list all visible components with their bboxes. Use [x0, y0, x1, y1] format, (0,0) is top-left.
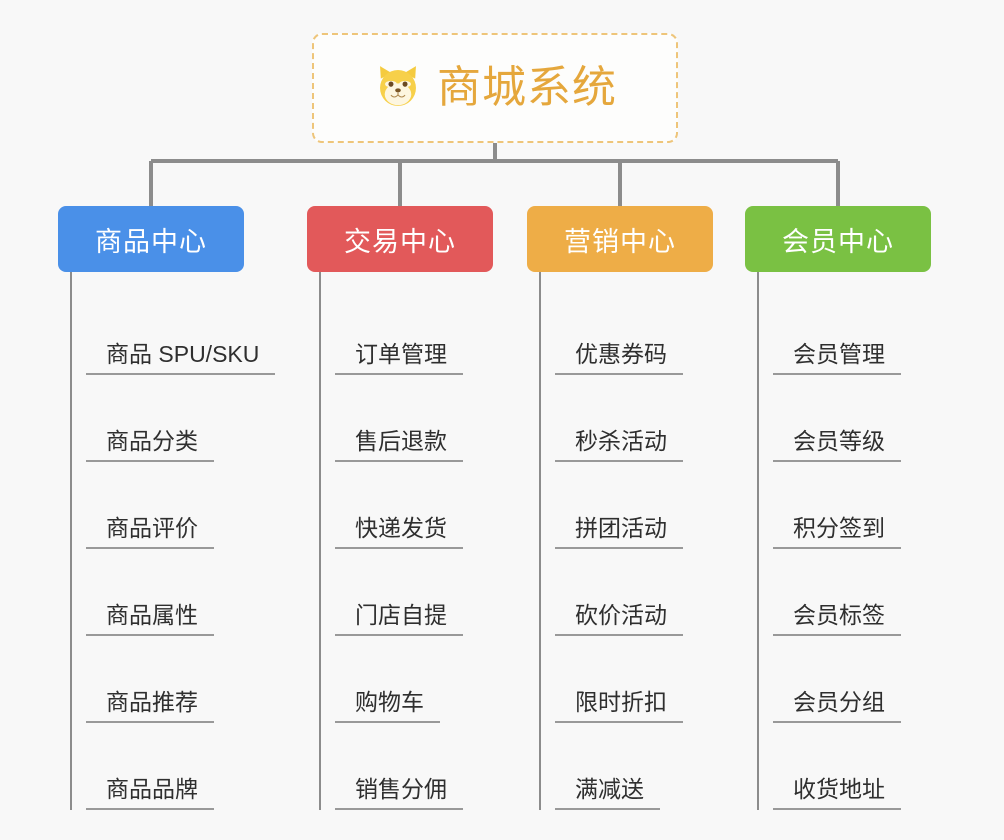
leaf-label: 订单管理 [335, 341, 463, 375]
leaf-label: 门店自提 [335, 602, 463, 636]
leaf-item[interactable]: 会员管理 [773, 288, 931, 375]
leaf-label: 快递发货 [335, 515, 463, 549]
branch-column-1: 商品中心 商品 SPU/SKU 商品分类 商品评价 商品属性 商品推荐 商品品牌 [58, 206, 276, 810]
leaf-item[interactable]: 会员等级 [773, 375, 931, 462]
leaf-item[interactable]: 满减送 [555, 723, 713, 810]
leaf-label: 积分签到 [773, 515, 901, 549]
root-title: 商城系统 [437, 63, 617, 112]
leaf-label: 商品推荐 [86, 689, 214, 723]
leaf-label: 拼团活动 [555, 515, 683, 549]
branch-children-1: 商品 SPU/SKU 商品分类 商品评价 商品属性 商品推荐 商品品牌 [70, 272, 276, 810]
branch-header-2[interactable]: 交易中心 [307, 206, 493, 272]
leaf-item[interactable]: 商品分类 [86, 375, 244, 462]
leaf-label: 限时折扣 [555, 689, 683, 723]
branch-column-3: 营销中心 优惠券码 秒杀活动 拼团活动 砍价活动 限时折扣 满减送 [527, 206, 713, 810]
leaf-label: 会员等级 [773, 428, 901, 462]
leaf-label: 优惠券码 [555, 341, 683, 375]
leaf-item[interactable]: 积分签到 [773, 462, 931, 549]
leaf-label: 商品属性 [86, 602, 214, 636]
leaf-label: 商品评价 [86, 515, 214, 549]
leaf-item[interactable]: 商品推荐 [86, 636, 244, 723]
leaf-label: 会员标签 [773, 602, 901, 636]
branch-header-label: 会员中心 [782, 226, 894, 257]
leaf-label: 秒杀活动 [555, 428, 683, 462]
leaf-label: 售后退款 [335, 428, 463, 462]
leaf-item[interactable]: 门店自提 [335, 549, 493, 636]
leaf-item[interactable]: 订单管理 [335, 288, 493, 375]
shiba-dog-face-icon [380, 66, 416, 106]
branch-header-3[interactable]: 营销中心 [527, 206, 713, 272]
leaf-item[interactable]: 会员标签 [773, 549, 931, 636]
leaf-label: 收货地址 [773, 776, 901, 810]
branch-header-4[interactable]: 会员中心 [745, 206, 931, 272]
branch-column-4: 会员中心 会员管理 会员等级 积分签到 会员标签 会员分组 收货地址 [745, 206, 931, 810]
leaf-item[interactable]: 商品品牌 [86, 723, 244, 810]
leaf-item[interactable]: 快递发货 [335, 462, 493, 549]
branch-columns: 商品中心 商品 SPU/SKU 商品分类 商品评价 商品属性 商品推荐 商品品牌… [0, 206, 1004, 826]
leaf-label: 砍价活动 [555, 602, 683, 636]
leaf-item[interactable]: 限时折扣 [555, 636, 713, 723]
leaf-item[interactable]: 商品评价 [86, 462, 244, 549]
leaf-item[interactable]: 砍价活动 [555, 549, 713, 636]
leaf-item[interactable]: 售后退款 [335, 375, 493, 462]
branch-column-2: 交易中心 订单管理 售后退款 快递发货 门店自提 购物车 销售分佣 [307, 206, 493, 810]
leaf-label: 购物车 [335, 689, 440, 723]
branch-header-1[interactable]: 商品中心 [58, 206, 244, 272]
leaf-label: 会员分组 [773, 689, 901, 723]
leaf-label: 商品 SPU/SKU [86, 341, 276, 375]
leaf-item[interactable]: 商品属性 [86, 549, 244, 636]
branch-header-label: 交易中心 [344, 226, 456, 257]
leaf-item[interactable]: 收货地址 [773, 723, 931, 810]
leaf-label: 会员管理 [773, 341, 901, 375]
branch-header-label: 商品中心 [95, 226, 207, 257]
root-node[interactable]: 商城系统 [312, 33, 678, 143]
leaf-item[interactable]: 拼团活动 [555, 462, 713, 549]
leaf-label: 商品品牌 [86, 776, 214, 810]
branch-header-label: 营销中心 [564, 226, 676, 257]
leaf-label: 商品分类 [86, 428, 214, 462]
leaf-label: 销售分佣 [335, 776, 463, 810]
leaf-item[interactable]: 优惠券码 [555, 288, 713, 375]
leaf-item[interactable]: 秒杀活动 [555, 375, 713, 462]
leaf-item[interactable]: 购物车 [335, 636, 493, 723]
leaf-item[interactable]: 商品 SPU/SKU [86, 288, 276, 375]
leaf-item[interactable]: 会员分组 [773, 636, 931, 723]
branch-children-3: 优惠券码 秒杀活动 拼团活动 砍价活动 限时折扣 满减送 [539, 272, 713, 810]
leaf-label: 满减送 [555, 776, 660, 810]
branch-children-4: 会员管理 会员等级 积分签到 会员标签 会员分组 收货地址 [757, 272, 931, 810]
leaf-item[interactable]: 销售分佣 [335, 723, 493, 810]
branch-children-2: 订单管理 售后退款 快递发货 门店自提 购物车 销售分佣 [319, 272, 493, 810]
